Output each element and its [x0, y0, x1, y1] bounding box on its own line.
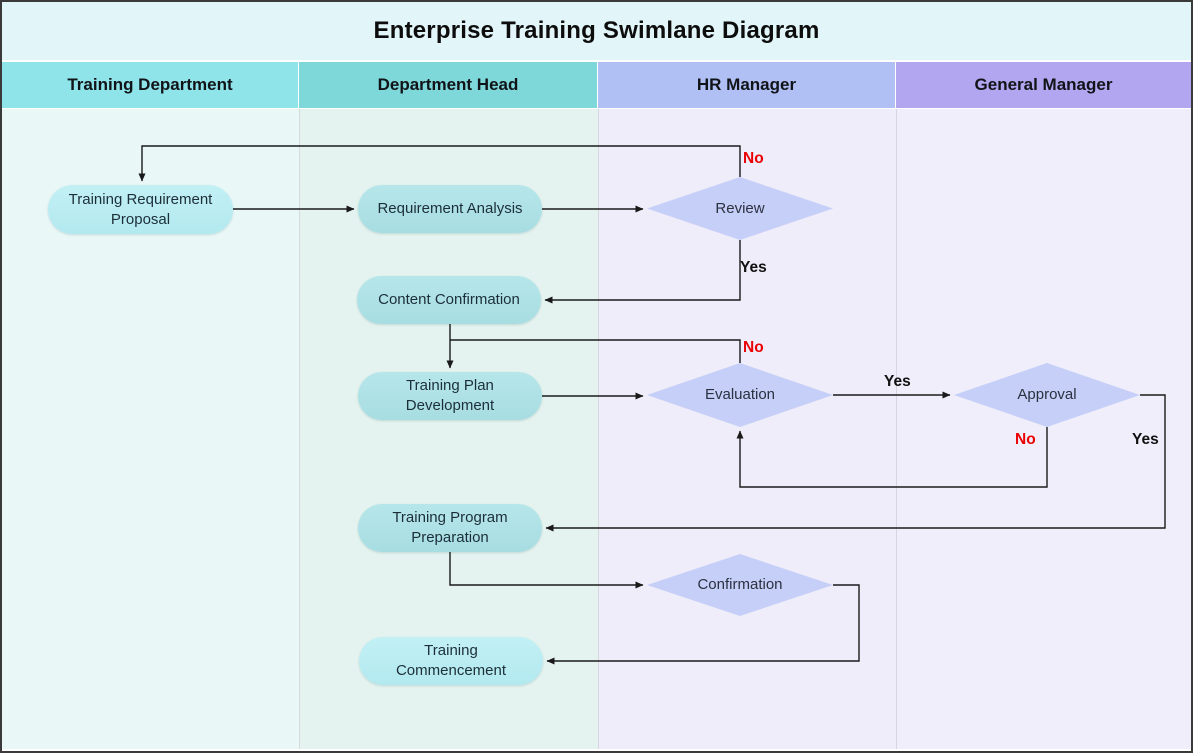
edge-label-approval-yes: Yes [1132, 431, 1159, 448]
node-requirement-analysis[interactable]: Requirement Analysis [358, 185, 542, 233]
node-label: Training Commencement [395, 642, 507, 679]
node-label: Requirement Analysis [377, 200, 523, 218]
edge-label-evaluation-yes: Yes [884, 373, 911, 390]
node-label: Confirmation [697, 576, 783, 594]
node-training-program-preparation[interactable]: Training Program Preparation [358, 504, 542, 552]
edge-label-review-no: No [743, 150, 764, 167]
title-band: Enterprise Training Swimlane Diagram [2, 2, 1191, 60]
edge-label-evaluation-no: No [743, 339, 764, 356]
node-content-confirmation[interactable]: Content Confirmation [357, 276, 541, 324]
node-training-plan-development[interactable]: Training Plan Development [358, 372, 542, 420]
node-training-requirement-proposal[interactable]: Training Requirement Proposal [48, 185, 233, 234]
node-label: Approval [1017, 386, 1077, 404]
lane-header-hr-manager[interactable]: HR Manager [598, 62, 895, 108]
lane-header-label: HR Manager [696, 75, 797, 94]
lane-header-department-head[interactable]: Department Head [299, 62, 597, 108]
lane-header-training-department[interactable]: Training Department [2, 62, 298, 108]
node-label: Training Plan Development [405, 377, 495, 414]
node-label: Training Program Preparation [392, 509, 508, 546]
edge-label-review-yes: Yes [740, 259, 767, 276]
lane-header-label: Training Department [67, 75, 233, 94]
diagram-title: Enterprise Training Swimlane Diagram [373, 17, 820, 44]
lane-header-label: Department Head [377, 75, 519, 94]
lane-header-general-manager[interactable]: General Manager [896, 62, 1191, 108]
node-training-commencement[interactable]: Training Commencement [359, 637, 543, 685]
node-label: Training Requirement Proposal [68, 190, 213, 228]
node-label: Content Confirmation [378, 291, 520, 309]
lane-header-label: General Manager [974, 75, 1113, 94]
node-label: Review [715, 199, 765, 217]
edge-label-approval-no: No [1015, 431, 1036, 448]
lane-body-general-manager [896, 109, 1191, 749]
node-label: Evaluation [704, 386, 776, 404]
